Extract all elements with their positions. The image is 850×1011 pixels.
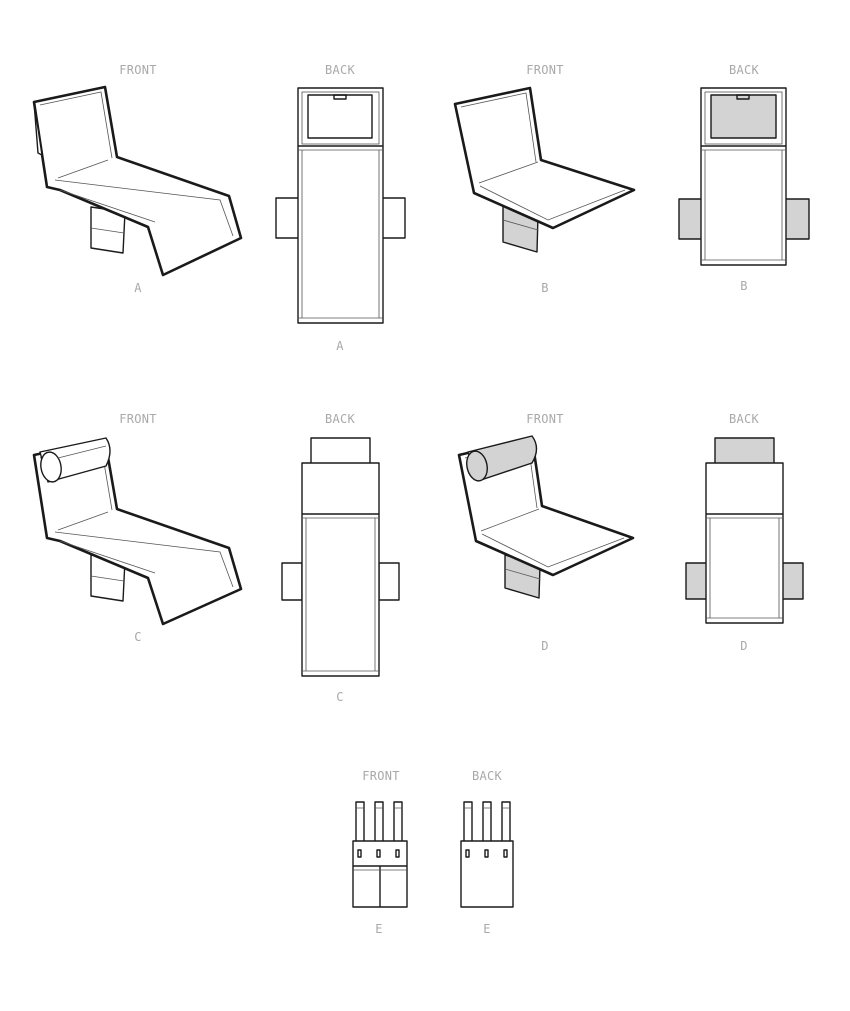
view-d-front-drawing	[457, 435, 635, 599]
view-b-back-drawing	[678, 87, 810, 266]
view-b-front-style-letter: B	[541, 281, 549, 295]
view-d-front-style-letter: D	[541, 639, 549, 653]
view-e-back-drawing	[460, 801, 514, 908]
view-b-back-style-letter: B	[740, 279, 748, 293]
view-e-back-label: BACK	[471, 769, 503, 783]
view-a-back-style-letter: A	[336, 339, 344, 353]
view-b-back-label: BACK	[728, 63, 760, 77]
view-a-front-drawing	[32, 85, 243, 277]
view-c-front-label: FRONT	[119, 412, 157, 426]
view-e-front-label: FRONT	[362, 769, 400, 783]
view-c-front-style-letter: C	[134, 630, 142, 644]
view-a-front-label: FRONT	[119, 63, 157, 77]
view-d-back-label: BACK	[728, 412, 760, 426]
view-c-back-drawing	[281, 437, 400, 677]
view-e-front-drawing	[352, 801, 408, 908]
view-e-front-style-letter: E	[375, 922, 383, 936]
view-c-front-drawing	[32, 437, 243, 626]
view-c-back-label: BACK	[324, 412, 356, 426]
view-c-back-style-letter: C	[336, 690, 344, 704]
view-a-back-drawing	[275, 87, 406, 324]
view-d-back-drawing	[685, 437, 804, 624]
view-d-back-style-letter: D	[740, 639, 748, 653]
view-d-front-label: FRONT	[526, 412, 564, 426]
view-b-front-drawing	[453, 86, 636, 253]
view-e-back-style-letter: E	[483, 922, 491, 936]
view-a-front-style-letter: A	[134, 281, 142, 295]
view-b-front-label: FRONT	[526, 63, 564, 77]
view-a-back-label: BACK	[324, 63, 356, 77]
